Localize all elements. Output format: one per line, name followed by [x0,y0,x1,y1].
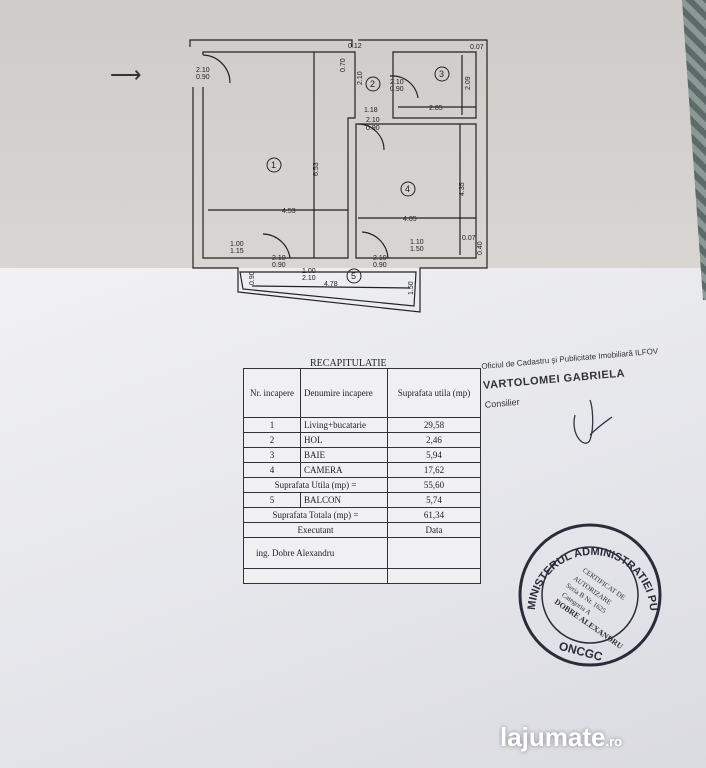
header-area: Suprafata utila (mp) [387,368,481,418]
room-1-label: 1 [271,160,276,170]
cell-area: 5,94 [387,447,481,463]
dim-label: 2.10 [357,71,364,85]
watermark-tld: .ro [605,734,623,749]
total-row: Suprafata Totala (mp) =61,34 [243,507,481,523]
executant-label: Executant [243,522,388,538]
empty-cell [243,568,388,584]
recap-table: Nr. incapere Denumire incapere Suprafata… [243,368,481,584]
empty-row [243,568,481,584]
dim-label: 0.40 [477,241,484,255]
dim-label: 0.90 [366,125,380,132]
dim-label: 1.50 [410,246,424,253]
util-value: 55,60 [387,477,481,493]
room-2-marker [365,76,381,92]
dim-label: 6.53 [313,162,320,176]
dim-label: 1.00 [302,268,316,275]
dim-label: 0.90 [196,74,210,81]
watermark-logo: lajumate.ro [500,722,622,753]
total-label: Suprafata Totala (mp) = [243,507,388,523]
dim-label: 0.70 [340,58,347,72]
data-label: Data [387,522,481,538]
room-5-label: 5 [351,271,356,281]
cell-name: BAIE [300,447,388,463]
cell-nr: 1 [243,417,301,433]
dim-label: 4.05 [403,216,417,223]
room-3-marker [434,66,450,82]
cell-nr: 5 [243,492,301,508]
room-5-marker [346,268,362,284]
dim-label: 1.00 [230,241,244,248]
dim-label: 0.90 [373,262,387,269]
dim-label: 0.12 [348,43,362,50]
dim-label: 0.07 [470,44,484,51]
dim-label: 2.10 [272,255,286,262]
util-row: Suprafata Utila (mp) =55,60 [243,477,481,493]
paper-upper [0,0,706,268]
header-name: Denumire incapere [300,368,388,418]
room-3-label: 3 [439,69,444,79]
header-nr: Nr. incapere [243,368,301,418]
cell-area: 5,74 [387,492,481,508]
cell-area: 17,62 [387,462,481,478]
table-header-row: Nr. incapere Denumire incapere Suprafata… [243,368,481,418]
cell-name: CAMERA [300,462,388,478]
dim-label: 0.90 [272,262,286,269]
dim-label: 4.78 [324,281,338,288]
dim-label: 0.90 [249,271,256,285]
cell-nr: 2 [243,432,301,448]
util-label: Suprafata Utila (mp) = [243,477,388,493]
dim-label: 2.10 [302,275,316,282]
dim-label: 2.85 [429,105,443,112]
recap-title: RECAPITULATIE [310,358,387,369]
date-cell [387,537,481,569]
official-seal: MINISTERUL ADMINISTRATIEI PUBLICE ONCGC … [515,520,662,667]
room-1-marker [266,157,282,173]
signature [573,399,613,444]
room-4-marker [400,181,416,197]
room-4-label: 4 [405,184,410,194]
cell-name: BALCON [300,492,388,508]
dim-label: 4.53 [282,208,296,215]
dim-label: 2.09 [465,76,472,90]
cell-area: 29,58 [387,417,481,433]
dim-label: 2.10 [366,117,380,124]
executant-row: ing. Dobre Alexandru [243,537,481,569]
cell-nr: 3 [243,447,301,463]
dim-label: 1.10 [410,239,424,246]
dim-label: 4.35 [459,182,466,196]
total-value: 61,34 [387,507,481,523]
empty-cell [387,568,481,584]
cell-name: Living+bucatarie [300,417,388,433]
dim-label: 2.10 [390,79,404,86]
dim-label: 1.18 [364,107,378,114]
dim-label: 0.90 [390,86,404,93]
cell-area: 2,46 [387,432,481,448]
room-2-label: 2 [370,79,375,89]
dim-label: 1.50 [408,281,415,295]
dim-label: 0.07 [462,235,476,242]
watermark-brand: lajumate [500,722,606,752]
executant-name: ing. Dobre Alexandru [243,537,388,569]
cell-nr: 4 [243,462,301,478]
dim-label: 1.15 [230,248,244,255]
entrance-arrow-icon: ⟶ [110,62,142,87]
dim-label: 2.10 [196,67,210,74]
cell-name: HOL [300,432,388,448]
dim-label: 2.10 [373,255,387,262]
